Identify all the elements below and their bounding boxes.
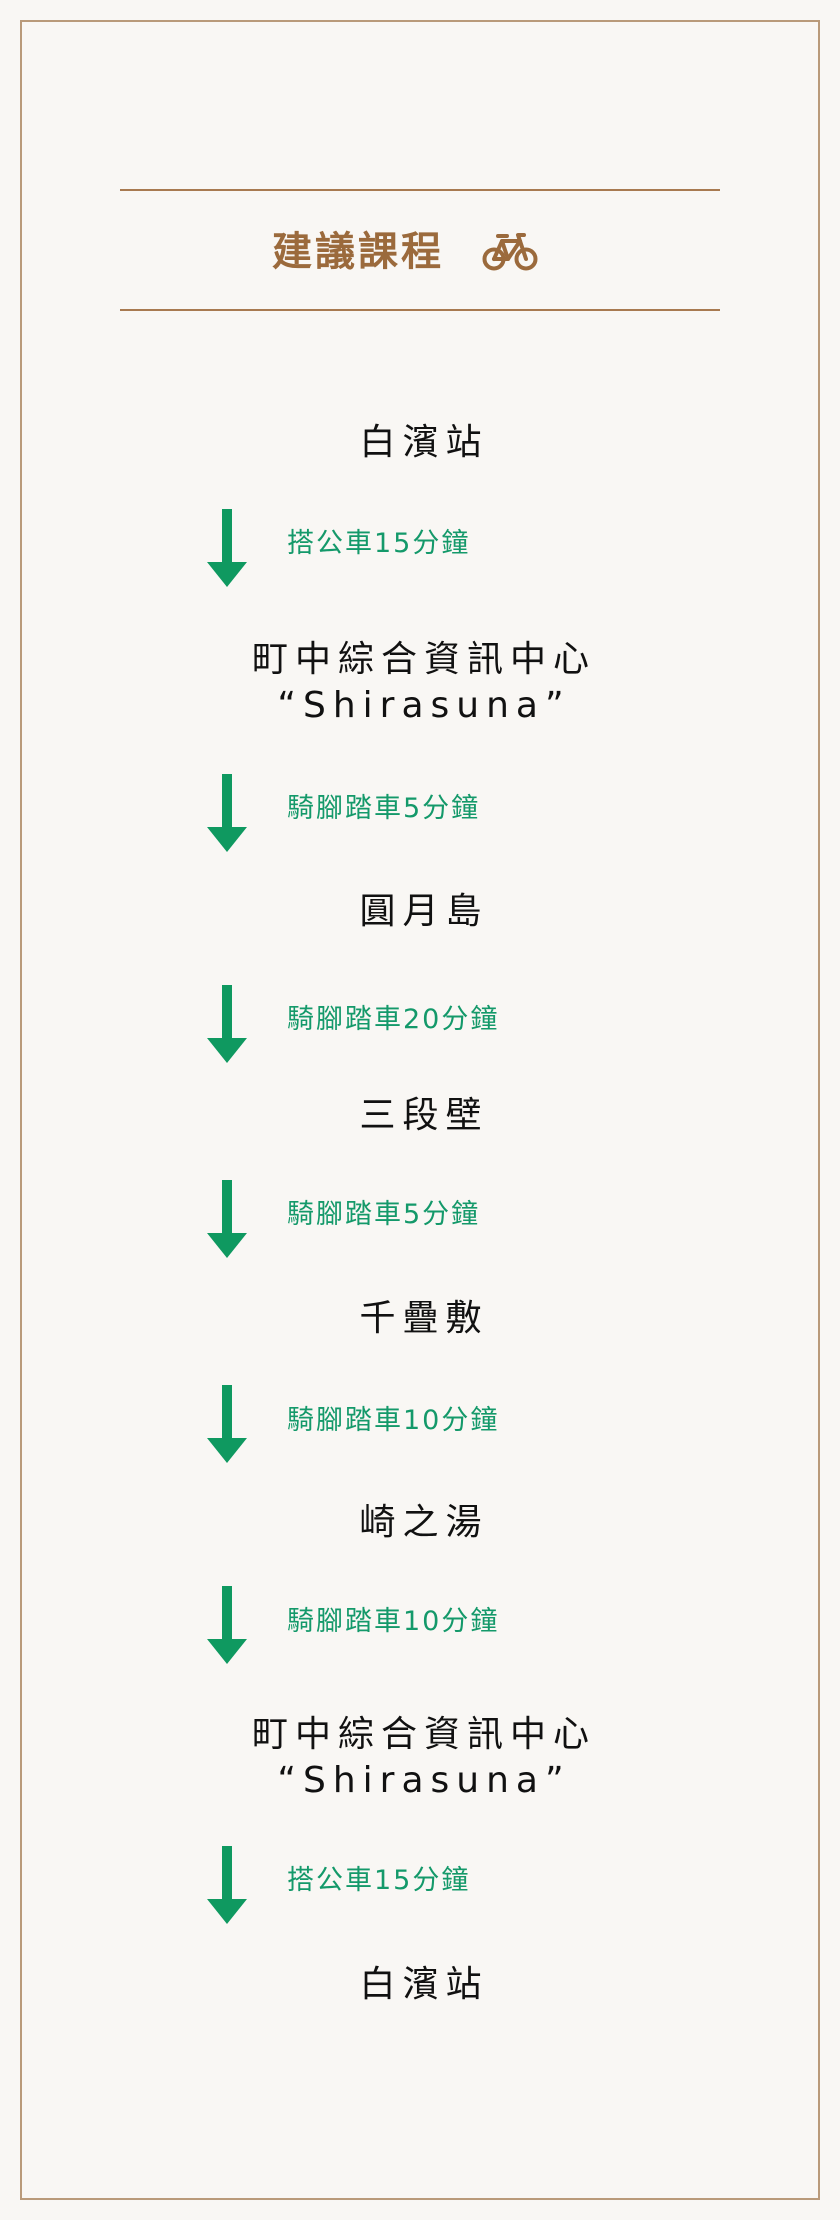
stop-name: 千疊敷 — [359, 1298, 489, 1339]
stop-name: 白濱站 — [359, 1964, 489, 2005]
stop-shirasuna-center: 町中綜合資訊中心 “Shirasuna” — [0, 637, 840, 729]
stop-shirahama-station: 白濱站 — [0, 420, 840, 466]
arrow-down-icon — [207, 774, 247, 852]
arrow-down-icon — [207, 509, 247, 587]
header-rule-top — [120, 189, 720, 191]
stop-sandanbeki: 三段壁 — [0, 1093, 840, 1139]
stop-name: 崎之湯 — [359, 1502, 489, 1543]
stop-subname: “Shirasuna” — [277, 1760, 571, 1801]
course-header: 建議課程 — [0, 226, 840, 278]
arrow-down-icon — [207, 1846, 247, 1924]
leg-label: 搭公車15分鐘 — [287, 1865, 471, 1896]
arrow-down-icon — [207, 985, 247, 1063]
leg-label: 騎腳踏車5分鐘 — [287, 1199, 481, 1230]
stop-name: 町中綜合資訊中心 — [251, 1714, 596, 1755]
stop-name: 三段壁 — [359, 1095, 489, 1136]
leg-label: 搭公車15分鐘 — [287, 528, 471, 559]
header-rule-bottom — [120, 309, 720, 311]
stop-subname: “Shirasuna” — [277, 685, 571, 726]
bicycle-icon — [482, 233, 538, 271]
stop-name: 町中綜合資訊中心 — [251, 639, 596, 680]
stop-engetsu-island: 圓月島 — [0, 889, 840, 935]
stop-senjojiki: 千疊敷 — [0, 1296, 840, 1342]
stop-sakinoyu: 崎之湯 — [0, 1500, 840, 1546]
leg-label: 騎腳踏車5分鐘 — [287, 793, 481, 824]
stop-name: 白濱站 — [359, 422, 489, 463]
leg-label: 騎腳踏車20分鐘 — [287, 1004, 500, 1035]
stop-name: 圓月島 — [359, 891, 489, 932]
arrow-down-icon — [207, 1586, 247, 1664]
page-title: 建議課程 — [272, 229, 444, 275]
arrow-down-icon — [207, 1180, 247, 1258]
leg-label: 騎腳踏車10分鐘 — [287, 1405, 500, 1436]
stop-shirahama-station-return: 白濱站 — [0, 1962, 840, 2008]
course-card — [20, 20, 820, 2200]
stop-shirasuna-center-return: 町中綜合資訊中心 “Shirasuna” — [0, 1712, 840, 1804]
leg-label: 騎腳踏車10分鐘 — [287, 1606, 500, 1637]
arrow-down-icon — [207, 1385, 247, 1463]
